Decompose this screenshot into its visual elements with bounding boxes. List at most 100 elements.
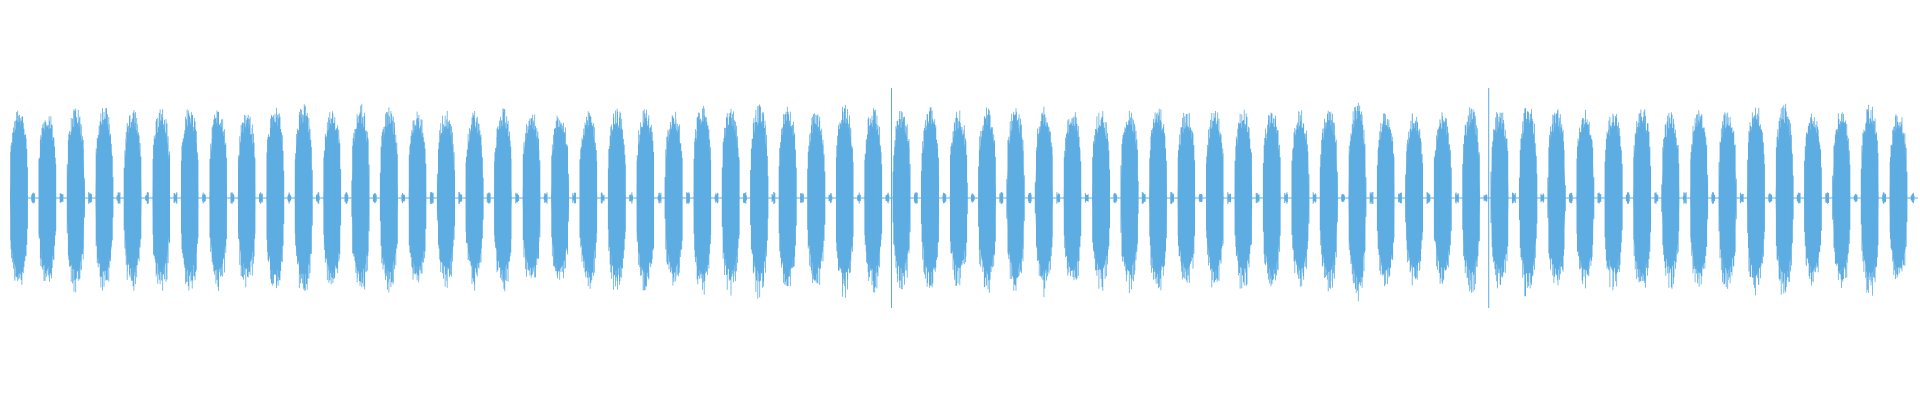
waveform-burst-spikes [1547, 109, 1566, 286]
waveform-gap-residual [1084, 193, 1089, 203]
waveform-gap-residual [1027, 192, 1032, 204]
waveform-bursts [10, 88, 1908, 308]
waveform-burst-spikes [750, 104, 769, 299]
waveform-burst-spikes [494, 108, 512, 292]
waveform-gap-residual [429, 192, 434, 204]
waveform-gap-residual [1768, 193, 1773, 203]
waveform-burst-spikes [778, 106, 797, 287]
waveform-burst-spikes [1262, 112, 1281, 287]
waveform-burst-spikes [1661, 112, 1680, 289]
waveform-gap-residual [1597, 192, 1602, 204]
waveform-gap-residual [1825, 192, 1829, 204]
waveform-burst-spikes [10, 110, 28, 285]
waveform-gap-residual [1739, 192, 1744, 204]
waveform-burst-spikes [1747, 107, 1765, 296]
waveform-gap-residual [1398, 192, 1402, 204]
waveform-gap-residual [1853, 194, 1858, 202]
waveform-gap-residual [1455, 192, 1459, 204]
waveform-burst-spikes [323, 111, 342, 285]
waveform-burst-spikes [1006, 108, 1025, 291]
waveform-gap-residual [372, 193, 377, 203]
waveform-gap-residual [942, 192, 947, 204]
waveform-gap-residual [1113, 192, 1118, 204]
waveform-gap-residual [1284, 192, 1288, 204]
waveform-burst-spikes [436, 110, 455, 288]
waveform-burst-spikes [1804, 113, 1822, 286]
waveform-gap-residual [1170, 192, 1174, 204]
waveform-gap-residual [971, 193, 975, 203]
waveform-gap-residual [857, 192, 861, 204]
waveform-gap-residual [1682, 192, 1687, 204]
waveform-gap-residual [1312, 192, 1317, 204]
waveform-gap-residual [1426, 192, 1431, 204]
waveform-gap-residual [1654, 192, 1659, 204]
waveform-gap-residual [1625, 192, 1630, 204]
waveform-gap-residual [88, 192, 92, 204]
waveform-gap-residual [743, 192, 747, 204]
waveform-burst-spikes [551, 115, 569, 280]
waveform-gap-residual [1540, 193, 1545, 203]
waveform-burst-spikes [1633, 109, 1651, 288]
waveform-burst-spikes [579, 111, 598, 289]
waveform-gap-residual [800, 193, 804, 203]
waveform-gap-residual [316, 192, 320, 204]
waveform-burst-spikes [1034, 106, 1053, 298]
waveform-gap-residual [1198, 193, 1203, 203]
waveform-gap-residual [1141, 192, 1146, 204]
waveform-burst-spikes [1519, 108, 1538, 297]
waveform-gap-residual [572, 192, 576, 204]
waveform-burst-spikes [1149, 108, 1167, 291]
waveform-burst-spikes [1234, 109, 1252, 289]
waveform-burst-spikes [152, 109, 170, 291]
waveform-burst-spikes [1832, 112, 1851, 288]
waveform-burst-spikes [1177, 112, 1195, 283]
waveform-gap-residual [543, 192, 548, 204]
waveform-burst-spikes [1576, 110, 1595, 289]
waveform-gap-residual [1796, 192, 1801, 204]
waveform-gap-residual [486, 192, 491, 204]
waveform-burst-spikes [1462, 107, 1480, 293]
waveform-gap-residual [1711, 192, 1716, 204]
waveform-burst-spikes [1860, 104, 1879, 296]
waveform-gap-residual [116, 192, 121, 204]
waveform-burst-spikes [38, 116, 57, 282]
waveform-gap-residual [344, 192, 349, 204]
waveform-burst-spikes [950, 110, 968, 286]
waveform-burst-spikes [921, 107, 939, 288]
waveform-burst-spikes [294, 104, 313, 291]
waveform-gap-residual [1255, 192, 1260, 204]
waveform-burst-spikes [721, 108, 740, 296]
waveform-burst-spikes [1718, 112, 1737, 289]
waveform-burst-spikes [95, 108, 114, 291]
waveform-burst-spikes [266, 107, 285, 289]
waveform-gap-residual [1882, 192, 1886, 204]
waveform-burst-spikes [1433, 112, 1452, 284]
waveform-gap-residual [828, 193, 833, 203]
waveform-burst-spikes [351, 104, 370, 290]
waveform-burst-spikes [1348, 102, 1367, 302]
waveform-gap-residual [259, 192, 263, 204]
waveform-gap-residual [1512, 192, 1516, 204]
waveform-burst-spikes [836, 104, 854, 298]
waveform-burst-spikes [1120, 110, 1139, 294]
waveform-burst [949, 128, 968, 268]
waveform-burst-spikes [1063, 112, 1082, 281]
waveform-gap-residual [401, 193, 406, 203]
waveform-gap-residual [287, 192, 292, 204]
waveform-burst-spikes [1889, 114, 1908, 280]
waveform-burst-spikes [66, 108, 85, 293]
waveform-gap-residual [1910, 192, 1915, 204]
waveform-burst-spikes [1319, 110, 1338, 292]
waveform-burst-spikes [1376, 113, 1395, 287]
waveform-gap-residual [1483, 194, 1488, 202]
waveform-burst-spikes [607, 108, 626, 290]
waveform-gap-residual [629, 192, 633, 204]
waveform-burst-spikes [209, 110, 227, 291]
waveform-burst-spikes [181, 109, 199, 291]
waveform-gap-residual [145, 192, 149, 204]
waveform-burst-spikes [1690, 110, 1709, 287]
waveform-burst-spikes [465, 111, 484, 291]
waveform-gap-residuals [31, 192, 1915, 204]
waveform-burst-spikes [807, 113, 826, 285]
waveform-gap-residual [657, 192, 662, 204]
